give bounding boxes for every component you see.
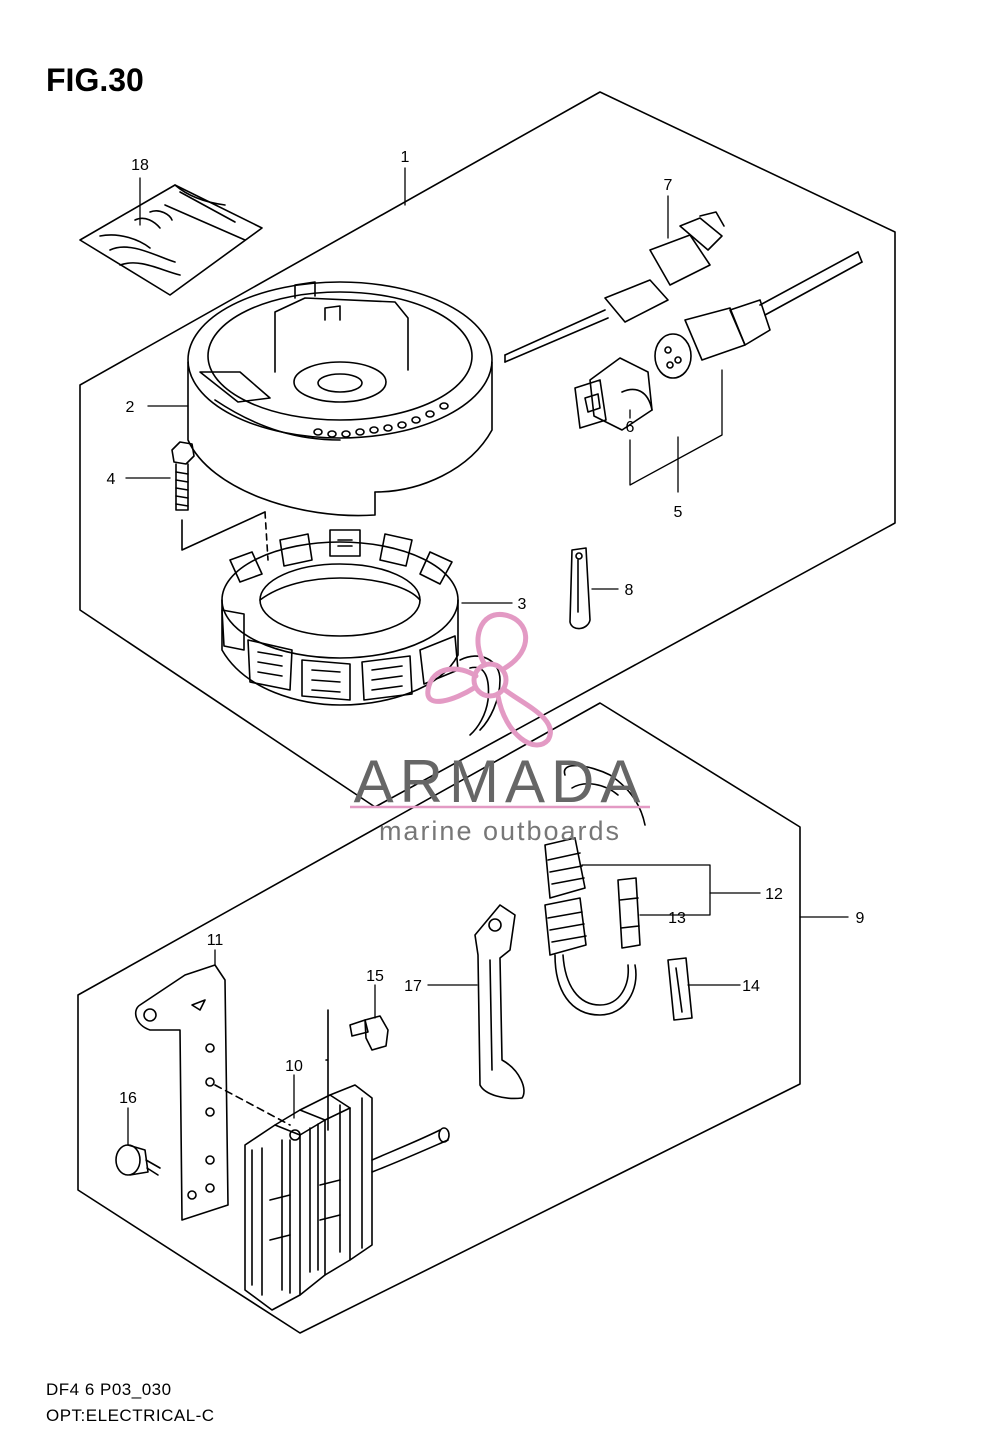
callout-14: 14 [742, 978, 760, 995]
figure-title: FIG.30 [46, 62, 144, 98]
bolt-icon [171, 441, 195, 511]
callout-13: 13 [668, 910, 686, 927]
stator-coil-icon [221, 529, 501, 736]
connector-7-icon [504, 211, 725, 363]
callout-12: 12 [765, 886, 783, 903]
connector-6-icon [574, 357, 653, 431]
clip-8-icon [569, 547, 591, 630]
footer-diagram-name: OPT:ELECTRICAL-C [46, 1406, 215, 1425]
callout-8: 8 [625, 582, 634, 599]
callout-16: 16 [119, 1090, 137, 1107]
callout-7: 7 [664, 177, 673, 194]
plate-alignment-line [214, 1084, 291, 1126]
parts-bag-icon [79, 184, 263, 296]
callout-4: 4 [107, 471, 116, 488]
mounting-plate-11-icon [134, 964, 229, 1221]
kit-box-1 [79, 91, 896, 808]
watermark-tagline: marine outboards [379, 816, 621, 846]
callout-11: 11 [207, 932, 224, 949]
callout-17: 17 [404, 978, 422, 995]
callout-10: 10 [285, 1058, 303, 1075]
leader-lines [125, 167, 849, 1146]
footer-diagram-code: DF4 6 P03_030 [46, 1380, 172, 1399]
callout-1: 1 [401, 149, 410, 166]
rubber-mount-16-icon [115, 1144, 161, 1176]
callout-3: 3 [518, 596, 527, 613]
callout-9: 9 [856, 910, 865, 927]
callout-18: 18 [131, 157, 149, 174]
bolt-hidden-line [181, 511, 266, 551]
kit-box-9 [77, 702, 801, 1334]
callout-15: 15 [366, 968, 384, 985]
screw-15-icon [325, 1009, 389, 1131]
callout-labels: 1 2 3 4 5 6 7 8 9 10 11 12 13 14 15 16 1… [107, 149, 865, 1107]
callout-5: 5 [674, 504, 683, 521]
connector-5-icon [654, 251, 863, 379]
fuse-holder-icon [544, 764, 646, 1016]
rectifier-10-icon [244, 1084, 450, 1311]
sleeve-14-icon [667, 957, 693, 1021]
bracket-17-icon [474, 904, 525, 1100]
fuse-13-icon [617, 877, 641, 949]
armada-watermark: ARMADA marine outboards [350, 612, 650, 846]
watermark-brand: ARMADA [354, 748, 647, 815]
callout-6: 6 [626, 419, 635, 436]
flywheel-rotor-icon [187, 281, 493, 517]
callout-2: 2 [126, 399, 135, 416]
propeller-logo-icon [425, 612, 553, 748]
